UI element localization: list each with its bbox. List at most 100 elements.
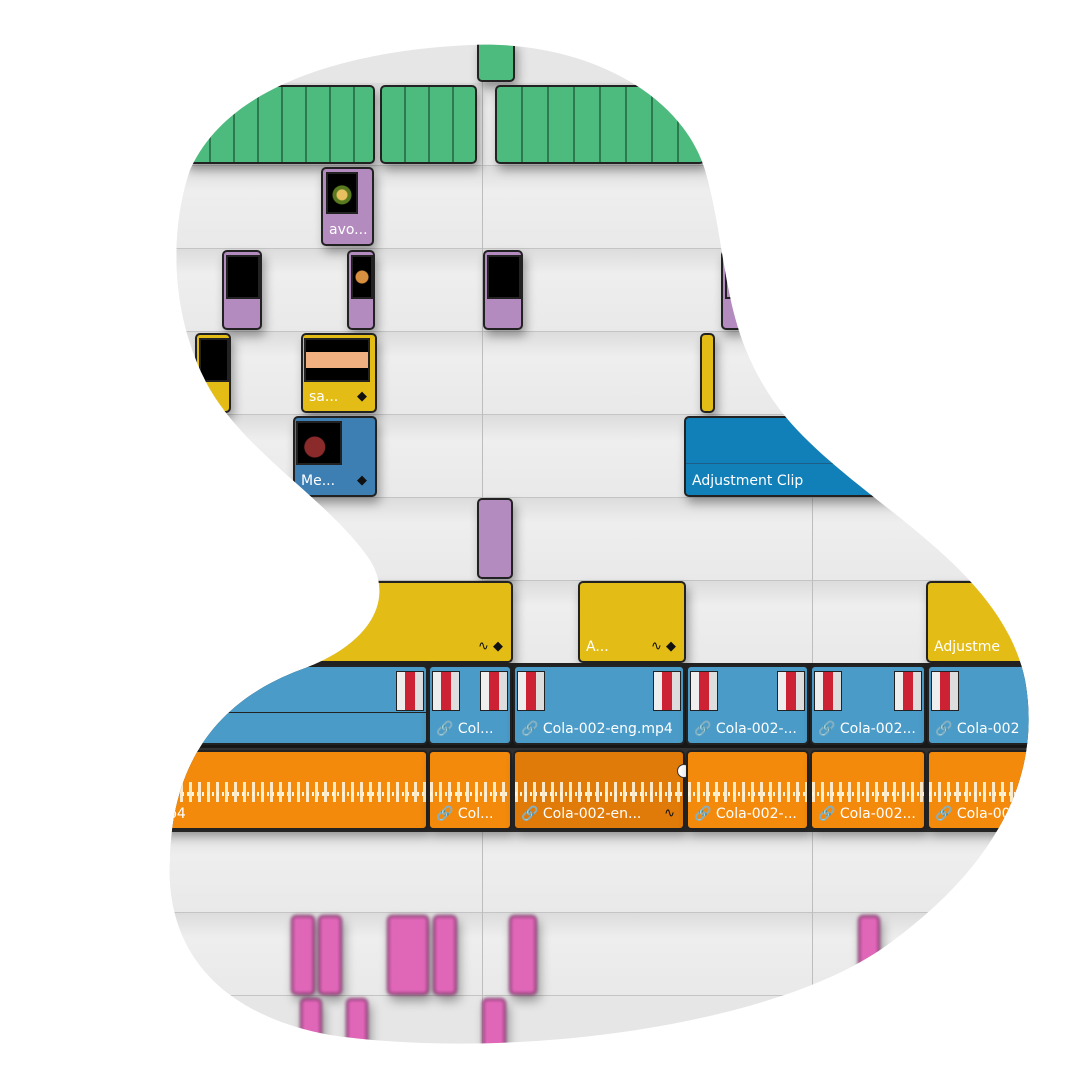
title-clip[interactable] bbox=[700, 333, 715, 413]
clip-adjustment-right[interactable]: Adjustme bbox=[926, 581, 1056, 663]
clip-label: Cola-002-... bbox=[715, 806, 797, 822]
image-clip[interactable] bbox=[721, 250, 743, 330]
clip-label: Cola-002-... bbox=[715, 721, 797, 737]
clip-label: Col... bbox=[457, 806, 494, 822]
curve-icon: ∿ bbox=[477, 639, 489, 654]
pink-clip[interactable] bbox=[387, 915, 429, 995]
link-icon: 🔗 bbox=[694, 806, 712, 822]
video-clip[interactable]: 🔗 Cola-002 bbox=[927, 665, 1057, 745]
track-row bbox=[0, 249, 1080, 332]
salmon-thumbnail bbox=[304, 338, 370, 382]
clip-avocado[interactable]: avo... bbox=[321, 167, 374, 246]
green-clip-group[interactable] bbox=[495, 85, 705, 164]
audio-clip[interactable]: 🔗 Col... bbox=[428, 750, 512, 830]
clip-label: avo... bbox=[329, 222, 368, 238]
green-clip-group[interactable] bbox=[185, 85, 375, 164]
link-icon: 🔗 bbox=[521, 721, 539, 737]
title-clip[interactable] bbox=[195, 333, 231, 413]
video-clip[interactable] bbox=[160, 665, 428, 745]
divider bbox=[686, 463, 926, 464]
audio-clip[interactable]: 🔗 Cola-002 bbox=[927, 750, 1057, 830]
keyframe-icon: ◆ bbox=[357, 389, 367, 404]
curve-keyframe-icons: ∿ ◆ bbox=[893, 473, 918, 488]
pink-clip[interactable] bbox=[291, 915, 315, 995]
clip-label: Me... bbox=[301, 473, 336, 489]
keyframe-icon: ◆ bbox=[666, 639, 676, 654]
audio-clip[interactable]: 🔗 Cola-002... bbox=[810, 750, 926, 830]
clip-label: Adjustme bbox=[934, 639, 1001, 655]
track-row bbox=[0, 913, 1080, 996]
keyframe-icon: ◆ bbox=[357, 473, 367, 488]
video-clip[interactable]: 🔗 Cola-002-... bbox=[686, 665, 809, 745]
link-icon: 🔗 bbox=[694, 721, 712, 737]
clip-label: A... bbox=[586, 639, 609, 655]
link-icon: 🔗 bbox=[818, 721, 836, 737]
video-clip[interactable]: 🔗 Col... bbox=[428, 665, 512, 745]
clip-label: p4 bbox=[168, 806, 186, 822]
clip-coca[interactable]: coca-... bbox=[865, 250, 928, 330]
audio-clip[interactable]: p4 bbox=[160, 750, 428, 830]
clip-label: Cola-002... bbox=[839, 721, 916, 737]
clip-label: Adjustment Clip bbox=[692, 473, 804, 489]
pink-clip[interactable] bbox=[318, 915, 342, 995]
audio-clip-selected[interactable]: 🔗 Cola-002-en... ∿ bbox=[513, 750, 685, 830]
link-icon: 🔗 bbox=[935, 721, 953, 737]
track-row bbox=[0, 498, 1080, 581]
clip-label: Art... bbox=[886, 389, 921, 405]
curve-keyframe-icons: ∿ ◆ bbox=[651, 639, 676, 654]
clip-article[interactable]: Art... bbox=[878, 333, 928, 413]
image-clip[interactable] bbox=[477, 498, 513, 579]
link-icon: 🔗 bbox=[935, 806, 953, 822]
clip-label: Cola-002 bbox=[956, 806, 1020, 822]
link-icon: 🔗 bbox=[521, 806, 539, 822]
keyframe-icon: ◆ bbox=[908, 473, 918, 488]
clip-label: coca-... bbox=[873, 306, 924, 322]
track-row bbox=[0, 166, 1080, 249]
clip-label: Cola-002-en... bbox=[542, 806, 642, 822]
curve-icon: ∿ bbox=[892, 473, 904, 488]
image-clip[interactable] bbox=[483, 250, 523, 330]
adjustment-clip[interactable]: Adjustment Clip ∿ ◆ bbox=[684, 416, 928, 497]
track-row bbox=[0, 415, 1080, 498]
clip-label: Cola-002 bbox=[956, 721, 1020, 737]
grid-line bbox=[812, 0, 813, 1080]
curve-icon: ∿ bbox=[650, 639, 662, 654]
coca-thumbnail bbox=[868, 255, 908, 299]
thumbnail bbox=[487, 255, 521, 299]
yellow-clip[interactable]: ∿ ◆ bbox=[300, 581, 513, 663]
image-clip[interactable] bbox=[347, 250, 375, 330]
thumbnail bbox=[351, 255, 373, 299]
pink-clip[interactable] bbox=[482, 998, 506, 1058]
green-clip[interactable] bbox=[477, 40, 515, 82]
image-clip[interactable] bbox=[222, 250, 262, 330]
clip-adjustment-a[interactable]: A... ∿ ◆ bbox=[578, 581, 686, 663]
pink-clip[interactable] bbox=[300, 998, 322, 1058]
pink-clip[interactable] bbox=[858, 915, 880, 995]
clip-label: Cola-002-eng.mp4 bbox=[542, 721, 673, 737]
link-icon: 🔗 bbox=[436, 806, 454, 822]
thumbnail bbox=[199, 338, 229, 382]
clip-meat[interactable]: Me... ◆ bbox=[293, 416, 377, 497]
track-row bbox=[0, 830, 1080, 913]
video-clip[interactable]: 🔗 Cola-002... bbox=[810, 665, 926, 745]
clip-label: Col... bbox=[457, 721, 494, 737]
pink-clip[interactable] bbox=[509, 915, 537, 995]
clip-label: sa... bbox=[309, 389, 339, 405]
green-clip-group[interactable] bbox=[380, 85, 477, 164]
video-clip[interactable]: 🔗 Cola-002-eng.mp4 bbox=[513, 665, 685, 745]
audio-clip[interactable]: 🔗 Cola-002-... bbox=[686, 750, 809, 830]
pink-clip[interactable] bbox=[433, 915, 457, 995]
curve-icon: ∿ bbox=[664, 806, 675, 821]
curve-keyframe-icons: ∿ ◆ bbox=[478, 639, 503, 654]
clip-salmon[interactable]: sa... ◆ bbox=[301, 333, 377, 413]
track-row bbox=[0, 332, 1080, 415]
avocado-thumbnail bbox=[326, 172, 358, 214]
thumbnail bbox=[725, 255, 739, 299]
link-icon: 🔗 bbox=[818, 806, 836, 822]
meat-thumbnail bbox=[296, 421, 342, 465]
pink-clip[interactable] bbox=[346, 998, 368, 1058]
track-row bbox=[0, 581, 1080, 664]
keyframe-icon: ◆ bbox=[493, 639, 503, 654]
thumbnail bbox=[226, 255, 260, 299]
